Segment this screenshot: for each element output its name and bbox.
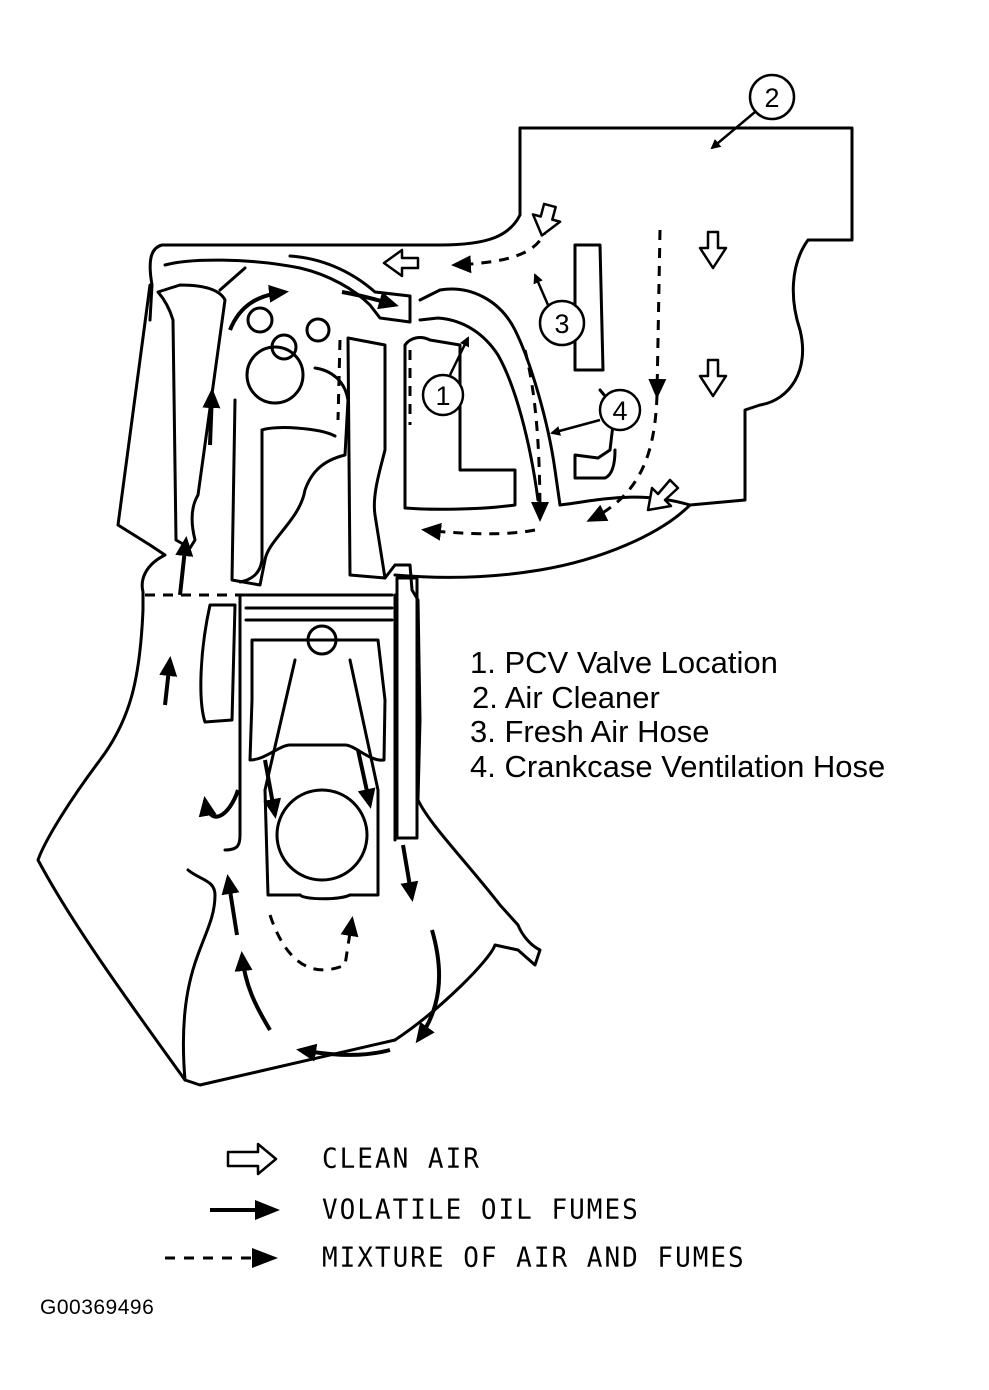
fume-arrow-3 <box>202 388 221 446</box>
clean-air-arrow-5 <box>646 478 680 512</box>
callout-list: 1. PCV Valve Location 2. Air Cleaner 3. … <box>470 645 886 784</box>
fume-arrow-6 <box>263 759 281 819</box>
legend-clean-air-label: CLEAN AIR <box>322 1143 481 1175</box>
clean-air-arrow-4 <box>382 248 420 278</box>
legend-symbols <box>165 1142 280 1268</box>
marker-4: 4 <box>550 388 642 436</box>
mixture-arrow-4 <box>421 522 536 541</box>
marker-3: 3 <box>533 273 586 347</box>
fume-arrow-2 <box>341 290 399 310</box>
fume-arrow-9 <box>198 789 240 819</box>
valve-cover <box>148 243 442 322</box>
cylinder-head-left <box>36 283 187 1082</box>
legend-mixture-label: MIXTURE OF AIR AND FUMES <box>322 1242 746 1274</box>
legend-fumes-label: VOLATILE OIL FUMES <box>322 1194 640 1226</box>
callout-crankcase-hose: 4. Crankcase Ventilation Hose <box>470 748 886 784</box>
fume-arrow-13 <box>415 929 442 1044</box>
mixture-arrow-7 <box>336 339 342 421</box>
svg-text:3: 3 <box>554 309 569 339</box>
air-cleaner-inlet <box>438 126 522 247</box>
fume-arrow-5 <box>159 656 178 706</box>
fume-arrow-1 <box>228 284 289 331</box>
callout-pcv-valve: 1. PCV Valve Location <box>470 645 778 680</box>
svg-text:2: 2 <box>764 83 779 113</box>
fume-arrow-8 <box>400 844 419 902</box>
mixture-arrow-8 <box>268 914 359 972</box>
fume-arrow-4 <box>175 536 194 596</box>
callout-fresh-air-hose: 3. Fresh Air Hose <box>470 714 710 749</box>
air-cleaner-housing <box>518 126 854 507</box>
fume-arrow-7 <box>356 749 376 809</box>
clean-air-arrow-1 <box>531 202 562 237</box>
legend-clean-air-icon <box>226 1142 278 1176</box>
marker-1: 1 <box>421 336 470 417</box>
figure-id: G00369496 <box>40 1296 155 1319</box>
clean-air-arrow-3 <box>698 358 728 398</box>
fume-arrow-12 <box>296 1043 391 1062</box>
svg-text:1: 1 <box>435 381 450 411</box>
mixture-arrow-2 <box>648 229 667 399</box>
fume-arrow-10 <box>221 874 240 936</box>
callout-air-cleaner: 2. Air Cleaner <box>472 679 660 715</box>
clean-air-arrow-2 <box>698 230 728 270</box>
mixture-arrow-3 <box>586 394 659 522</box>
marker-2: 2 <box>710 73 796 150</box>
fume-arrow-11 <box>234 951 272 1032</box>
svg-text:4: 4 <box>612 396 627 426</box>
